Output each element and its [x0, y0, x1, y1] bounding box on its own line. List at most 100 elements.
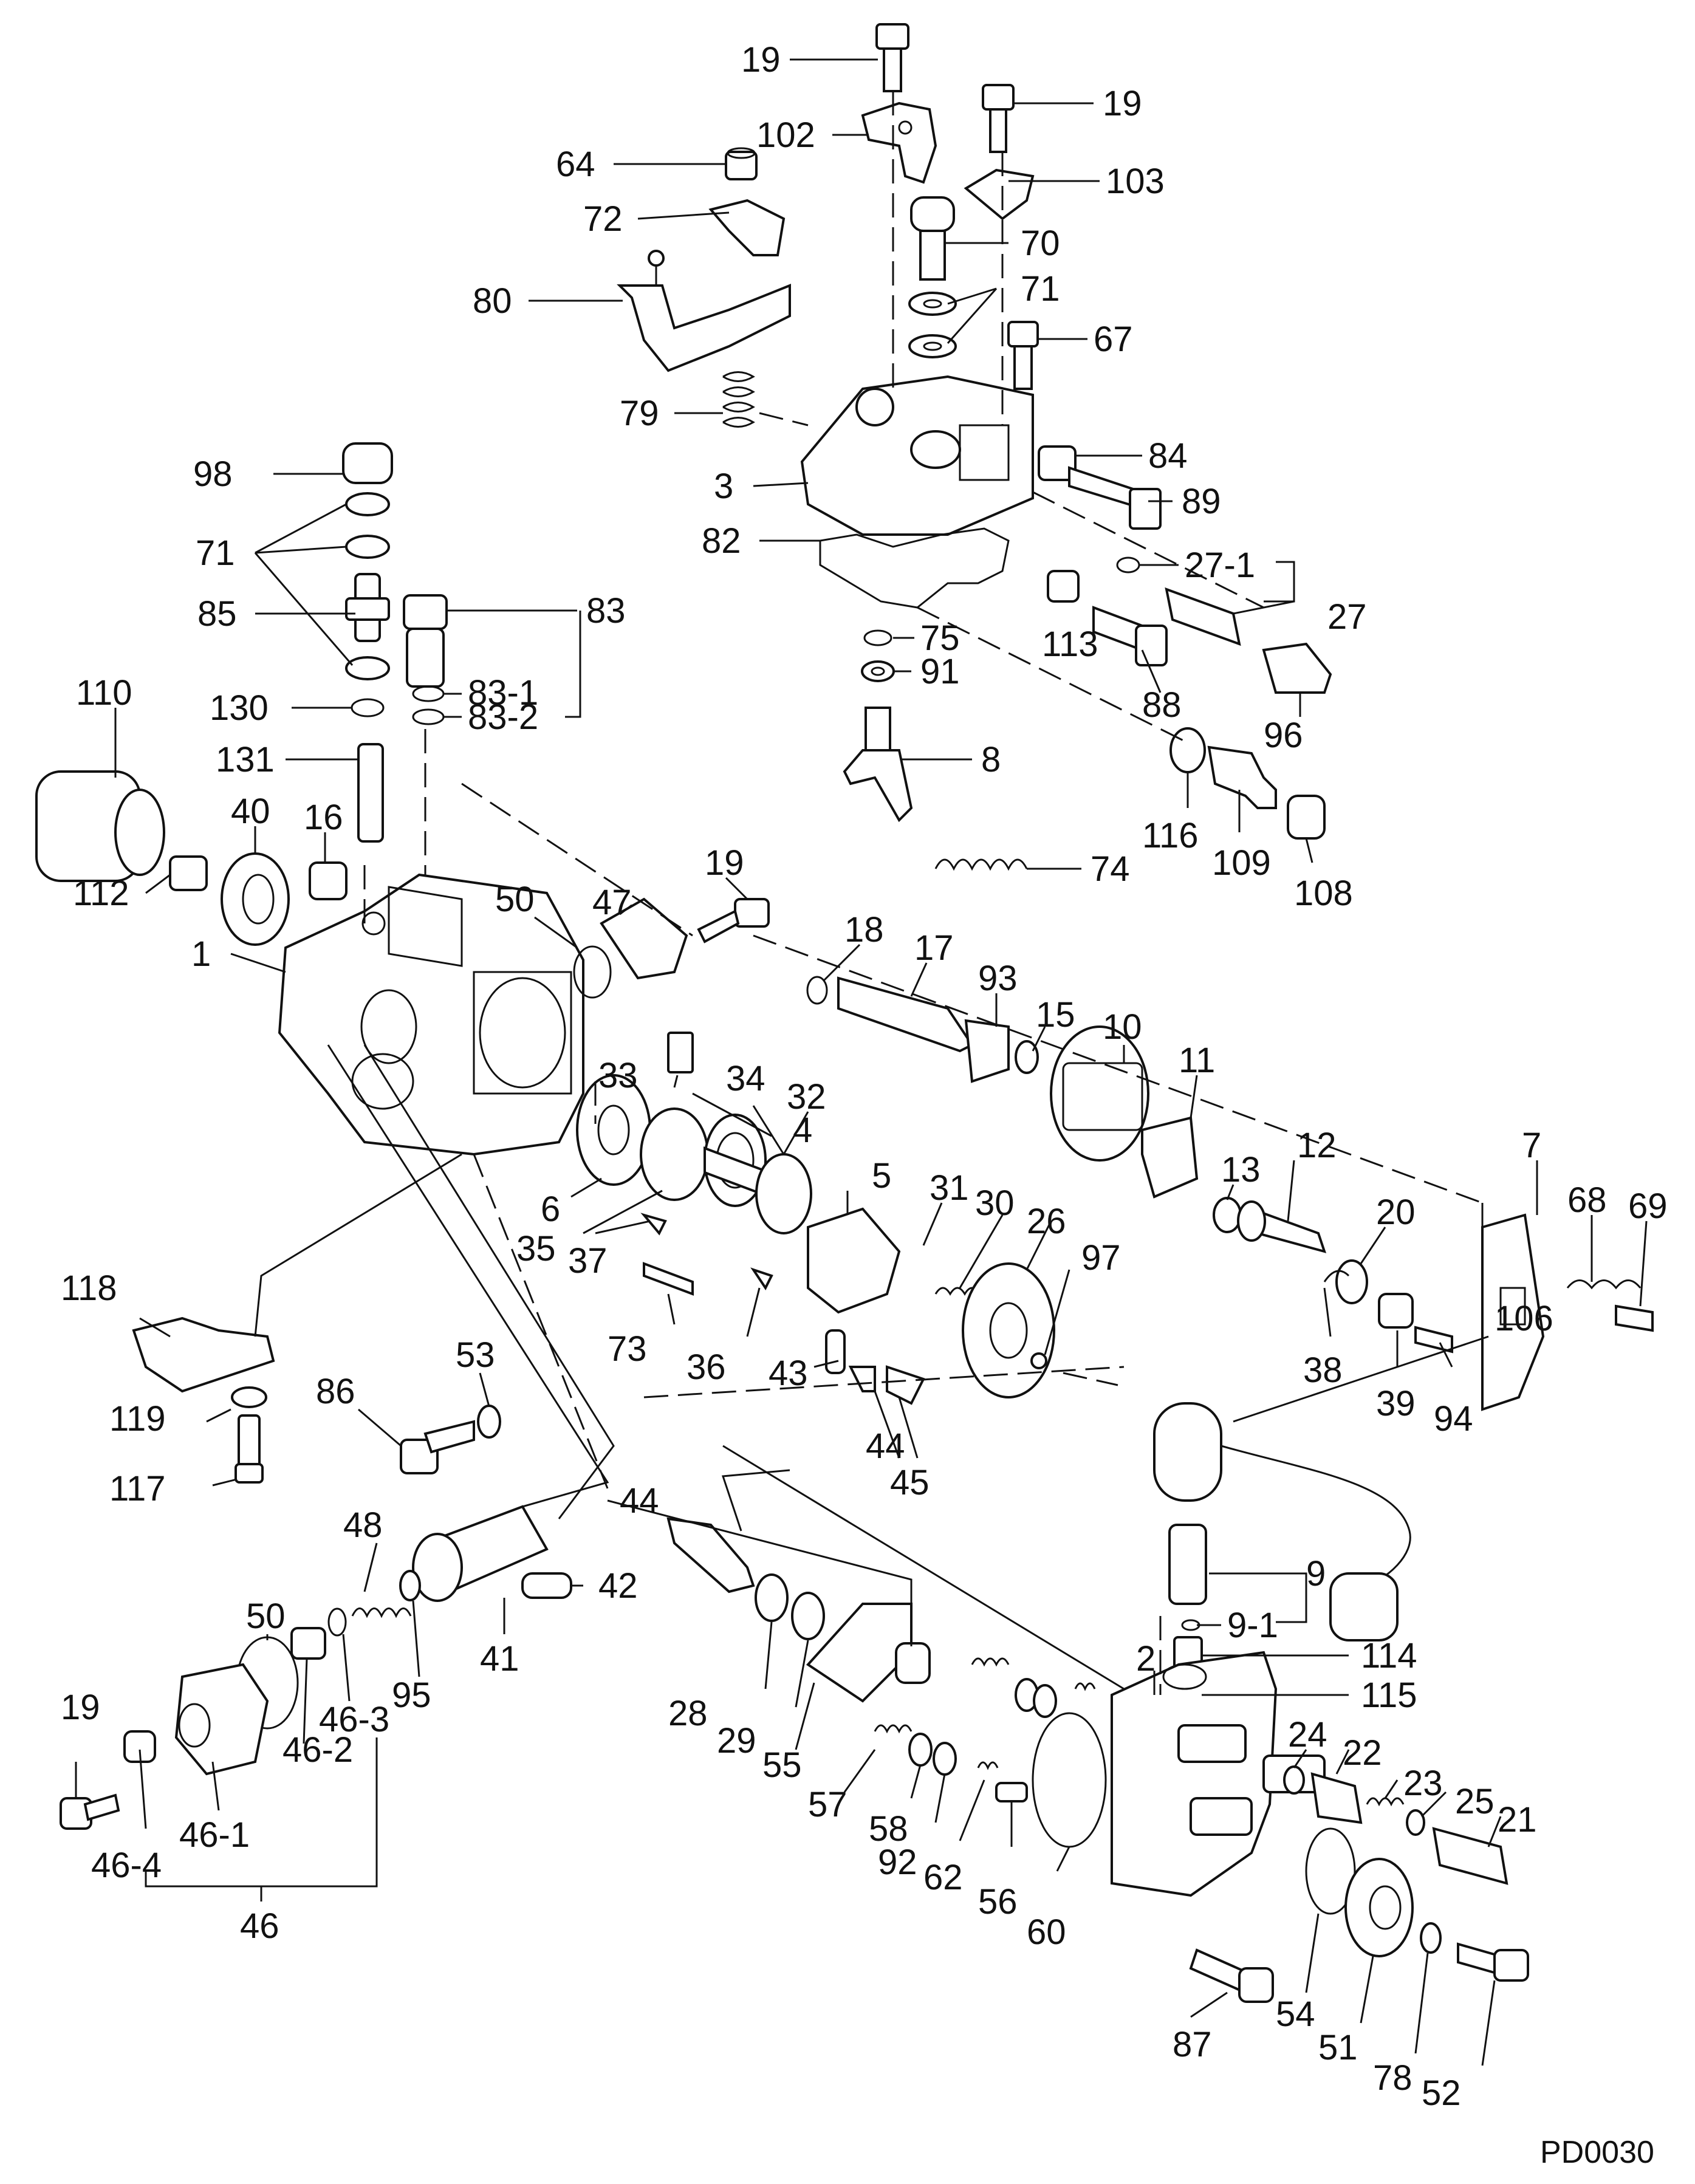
nut-64	[725, 147, 758, 180]
valve-22	[1310, 1772, 1363, 1824]
washers-71-left	[345, 492, 390, 680]
washer-15	[1015, 1040, 1039, 1074]
callout-48: 48	[343, 1505, 383, 1545]
callout-19b: 19	[1103, 84, 1142, 123]
oring-75	[863, 629, 892, 646]
clip-38	[1323, 1270, 1350, 1282]
screw-73	[643, 1262, 694, 1296]
callout-17: 17	[914, 928, 954, 968]
callout-109: 109	[1212, 843, 1271, 883]
holder-21	[1432, 1827, 1508, 1885]
callout-62: 62	[923, 1858, 963, 1897]
callout-102: 102	[756, 115, 815, 155]
washer-95	[399, 1570, 421, 1601]
callout-9: 9	[1306, 1554, 1326, 1593]
callout-28: 28	[668, 1694, 708, 1733]
callout-89: 89	[1182, 482, 1221, 521]
bolt-85	[345, 573, 390, 642]
pin-94	[1414, 1326, 1453, 1354]
callout-labels: 19 102 19 64 103 72 70 80 71 67 79 98 84…	[61, 40, 1668, 2113]
bracket-7	[1481, 1213, 1545, 1411]
callout-108: 108	[1294, 874, 1353, 913]
callout-98: 98	[193, 454, 233, 494]
screw-27	[1165, 587, 1241, 646]
lever-80	[617, 250, 791, 372]
callout-35: 35	[516, 1229, 556, 1268]
gasket-82	[819, 527, 1010, 609]
housing-46-1	[174, 1663, 269, 1776]
callout-11: 11	[1179, 1041, 1215, 1080]
knob-110	[35, 770, 165, 882]
callout-115: 115	[1361, 1676, 1417, 1715]
callout-26: 26	[1027, 1202, 1066, 1241]
plate-72	[708, 199, 786, 256]
callout-74: 74	[1091, 849, 1130, 889]
plate-93	[964, 1019, 1010, 1083]
callout-88: 88	[1142, 685, 1182, 725]
callout-82: 82	[702, 521, 741, 561]
bearing-40	[221, 852, 290, 946]
callout-69: 69	[1628, 1186, 1668, 1226]
solenoid-109	[1207, 745, 1277, 809]
screw-19-bottom	[60, 1793, 120, 1830]
valve-9	[1168, 1524, 1207, 1605]
callout-23: 23	[1403, 1764, 1443, 1803]
callout-20: 20	[1376, 1193, 1416, 1232]
block-11	[1141, 1116, 1199, 1199]
callout-75: 75	[920, 618, 960, 658]
callout-116: 116	[1142, 816, 1198, 855]
pin-56	[995, 1782, 1028, 1802]
callout-37: 37	[568, 1241, 608, 1281]
coupling-35	[640, 1107, 709, 1201]
pin-42	[521, 1572, 572, 1599]
callout-55: 55	[762, 1745, 802, 1785]
collar-20	[1335, 1259, 1368, 1304]
callout-92: 92	[878, 1843, 917, 1882]
callout-96: 96	[1264, 716, 1303, 755]
governor-cover-3	[800, 375, 1034, 536]
callout-15: 15	[1036, 995, 1075, 1035]
bolt-52	[1457, 1942, 1529, 1982]
spring-79	[722, 371, 755, 428]
shaft-17	[837, 976, 974, 1053]
clip-45	[886, 1365, 925, 1405]
washer-13	[1213, 1197, 1242, 1233]
callout-53: 53	[456, 1335, 495, 1375]
callout-45: 45	[890, 1463, 930, 1502]
cap-96	[1262, 642, 1332, 694]
callout-44a: 44	[866, 1426, 905, 1466]
washer-29	[791, 1592, 825, 1640]
callout-119: 119	[109, 1399, 165, 1439]
bracket-102	[861, 101, 937, 184]
rotor-10	[1050, 1025, 1149, 1162]
washer-119	[231, 1386, 267, 1408]
washer-91	[861, 660, 895, 682]
bracket-103	[964, 168, 1035, 221]
plug-46-2	[290, 1627, 326, 1660]
oring-50-top	[573, 945, 612, 999]
callout-97: 97	[1081, 1238, 1121, 1278]
oring-54	[1305, 1827, 1356, 1915]
pin-43	[825, 1329, 846, 1374]
callout-39: 39	[1376, 1384, 1416, 1423]
callout-86: 86	[316, 1372, 355, 1411]
callout-110: 110	[76, 673, 132, 713]
callout-79: 79	[620, 394, 659, 433]
callout-84: 84	[1148, 436, 1188, 476]
oring-27-1	[1116, 556, 1140, 573]
cap-98	[342, 442, 393, 484]
lever-shaft-8	[843, 707, 913, 823]
callout-72: 72	[583, 199, 623, 239]
washer-24	[1283, 1765, 1305, 1795]
nut-46-4	[123, 1730, 156, 1763]
callout-46-2: 46-2	[282, 1730, 353, 1770]
callout-3: 3	[714, 467, 733, 506]
callout-31: 31	[930, 1168, 969, 1208]
callout-4: 4	[793, 1111, 812, 1150]
callout-27: 27	[1327, 597, 1367, 637]
nut-113	[1047, 570, 1080, 603]
callout-50b: 50	[246, 1597, 286, 1636]
callout-50a: 50	[495, 880, 535, 919]
cam-26	[962, 1262, 1055, 1398]
callout-83-2: 83-2	[468, 697, 538, 737]
